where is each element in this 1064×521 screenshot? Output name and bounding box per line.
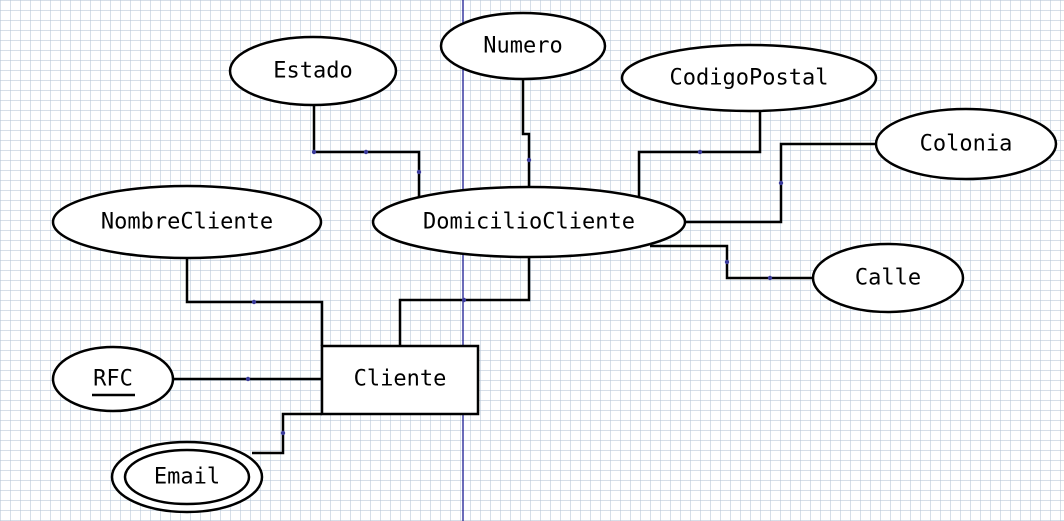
- connectors: [174, 80, 876, 455]
- attribute-numero[interactable]: Numero: [439, 11, 607, 81]
- attribute-rfc-ellipse: [51, 345, 175, 413]
- attribute-domiciliocliente-ellipse: [371, 185, 687, 259]
- attribute-codigopostal-ellipse: [620, 43, 878, 113]
- connection-marker: [697, 149, 703, 155]
- attribute-calle-label: Calle: [855, 266, 921, 291]
- connection-marker: [461, 297, 467, 303]
- attribute-domiciliocliente-label: DomicilioCliente: [423, 210, 635, 235]
- connection-marker: [280, 430, 286, 436]
- attribute-codigopostal-label: CodigoPostal: [670, 66, 829, 91]
- attribute-rfc-label: RFC: [93, 367, 133, 392]
- connection-marker: [311, 149, 317, 155]
- attribute-numero-ellipse: [439, 11, 607, 81]
- entity-cliente-box: [320, 344, 480, 416]
- entity-cliente-label: Cliente: [354, 367, 447, 392]
- connection-marker: [767, 275, 773, 281]
- attribute-nombrecliente-label: NombreCliente: [101, 210, 273, 235]
- attribute-numero-label: Numero: [483, 34, 562, 59]
- attribute-email[interactable]: Email: [110, 440, 264, 514]
- attribute-estado-label: Estado: [273, 59, 352, 84]
- connection-marker: [526, 157, 532, 163]
- connection-marker: [416, 169, 422, 175]
- attribute-email-inner-ellipse: [123, 448, 251, 506]
- attribute-email-label: Email: [154, 465, 220, 490]
- connector-email-cliente: [252, 412, 322, 455]
- entity-cliente[interactable]: Cliente: [320, 344, 480, 416]
- attribute-codigopostal[interactable]: CodigoPostal: [620, 43, 878, 113]
- connection-marker: [245, 376, 251, 382]
- connection-marker: [778, 180, 784, 186]
- connection-marker: [724, 259, 730, 265]
- attribute-colonia-ellipse: [874, 107, 1058, 181]
- attribute-calle[interactable]: Calle: [811, 242, 965, 314]
- connection-marker: [363, 149, 369, 155]
- attribute-domiciliocliente[interactable]: DomicilioCliente: [371, 185, 687, 259]
- connection-markers: [245, 149, 784, 436]
- attribute-estado[interactable]: Estado: [228, 35, 398, 107]
- attribute-nombrecliente[interactable]: NombreCliente: [51, 184, 323, 260]
- attribute-nombrecliente-ellipse: [51, 184, 323, 260]
- attribute-estado-ellipse: [228, 35, 398, 107]
- attribute-colonia-label: Colonia: [920, 132, 1013, 157]
- attribute-colonia[interactable]: Colonia: [874, 107, 1058, 181]
- connector-calle-domicilio: [650, 244, 814, 280]
- connector-numero-domicilio: [521, 80, 531, 188]
- connection-marker: [251, 299, 257, 305]
- attribute-calle-ellipse: [811, 242, 965, 314]
- attribute-rfc[interactable]: RFC: [51, 345, 175, 413]
